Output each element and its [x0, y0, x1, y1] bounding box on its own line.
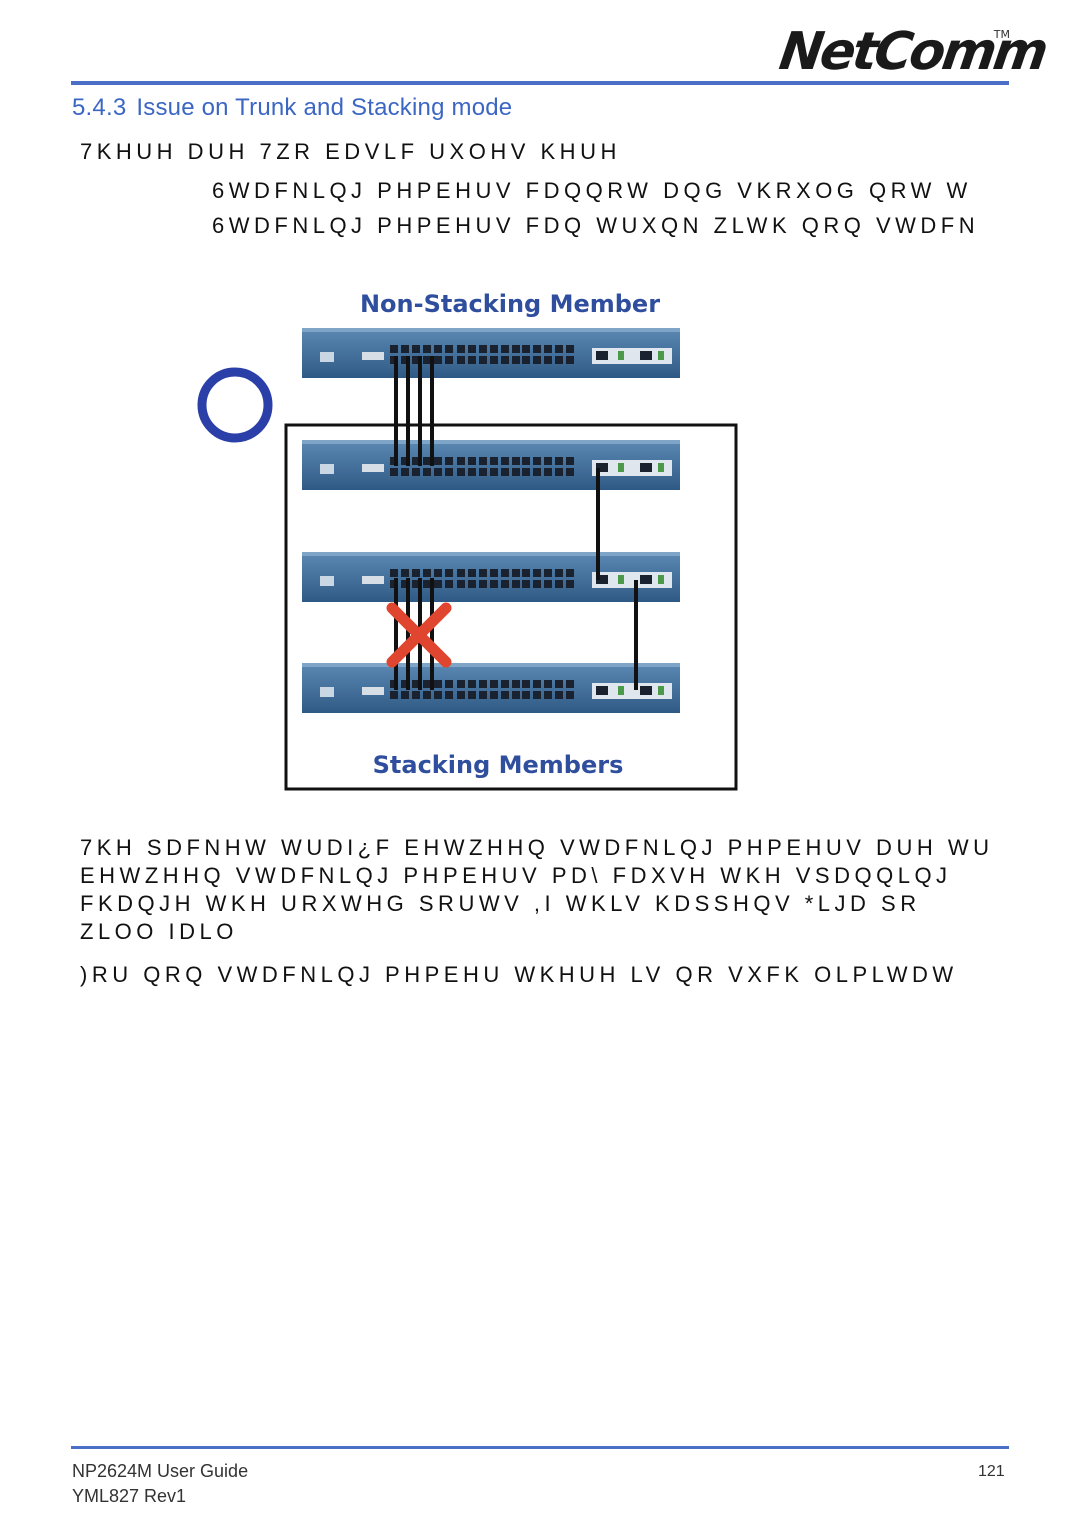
disallowed-cross-icon [386, 602, 452, 668]
stacking-cables [596, 468, 638, 690]
stacking-switch-1 [302, 440, 680, 490]
section-title-text: Issue on Trunk and Stacking mode [136, 94, 513, 121]
logo-trademark: TM [993, 28, 1010, 41]
stacking-members-box [284, 423, 738, 791]
stacking-switch-3 [302, 663, 680, 713]
footer-revision: YML827 Rev1 [72, 1486, 187, 1506]
body-line-3: FKDQJH WKH URXWHG SRUWV ,I WKLV KDSSHQV … [80, 891, 921, 916]
allowed-circle-icon [197, 367, 273, 443]
section-heading: 5.4.3 Issue on Trunk and Stacking mode [72, 94, 512, 122]
rule-line-2: 6WDFNLQJ PHPEHUV FDQ WUXQN ZLWK QRQ VWDF… [212, 213, 980, 238]
intro-line: 7KHUH DUH 7ZR EDVLF UXOHV KHUH [80, 139, 621, 164]
section-number: 5.4.3 [72, 94, 127, 121]
body-line-1: 7KH SDFNHW WUDI¿F EHWZHHQ VWDFNLQJ PHPEH… [80, 835, 994, 860]
non-stacking-switch [302, 328, 680, 378]
non-stacking-label: Non-Stacking Member [360, 290, 660, 318]
trunk-cables-allowed [394, 356, 434, 466]
body-line-4: ZLOO IDLO [80, 919, 238, 944]
page-number: 121 [978, 1463, 1005, 1480]
stacking-members-label: Stacking Members [373, 751, 624, 779]
netcomm-logo: NetComm TM [776, 22, 1049, 82]
body-line-2: EHWZHHQ VWDFNLQJ PHPEHUV PD\ FDXVH WKH V… [80, 863, 952, 888]
rule-line-1: 6WDFNLQJ PHPEHUV FDQQRW DQG VKRXOG QRW W [212, 178, 972, 203]
stacking-diagram: Non-Stacking Member Stacking Members [197, 290, 738, 791]
footer-guide-title: NP2624M User Guide [72, 1461, 249, 1481]
stacking-switch-2 [302, 552, 680, 602]
body-line-5: )RU QRQ VWDFNLQJ PHPEHU WKHUH LV QR VXFK… [80, 962, 958, 987]
footer-rule [71, 1446, 1009, 1449]
header-rule [71, 81, 1009, 85]
